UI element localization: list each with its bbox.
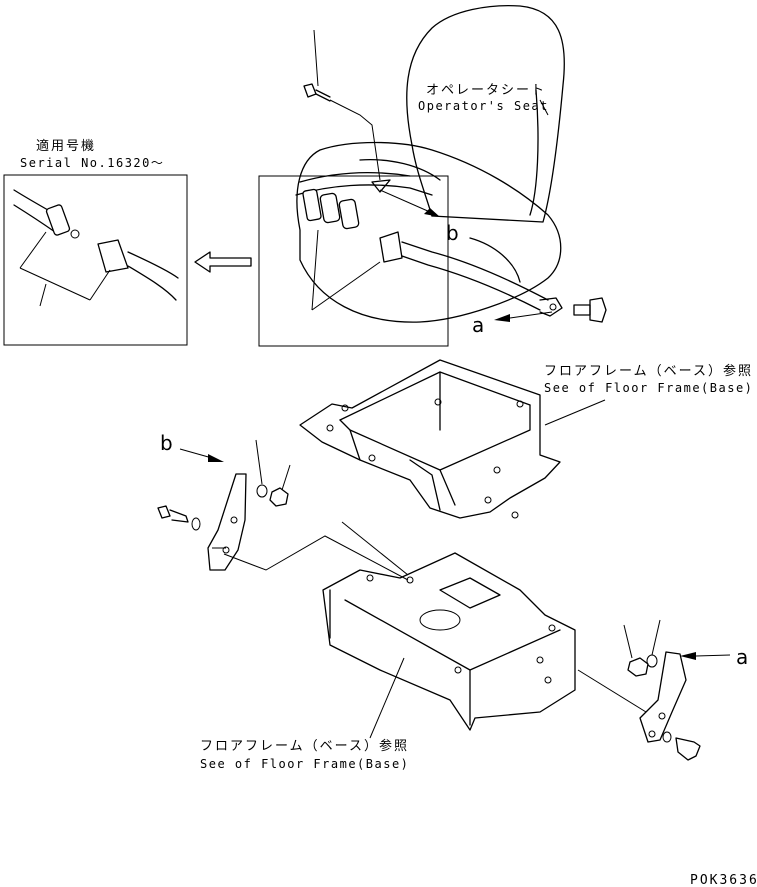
- seat-label-en: Operator's Seat: [418, 99, 549, 113]
- floor-frame-top-label-en: See of Floor Frame(Base): [544, 381, 753, 395]
- ref-b-seat: b: [446, 221, 459, 245]
- arrow-to-inset: [194, 251, 252, 273]
- floor-frame-bottom: [322, 552, 576, 731]
- bracket-right: [577, 619, 701, 761]
- ref-b-bracket: b: [160, 431, 173, 455]
- floor-frame-top-label-jp: フロアフレーム（ベース）参照: [544, 363, 753, 379]
- ref-a-bracket: a: [736, 645, 748, 669]
- inset-belt: [13, 189, 179, 307]
- floor-frame-bottom-label-jp: フロアフレーム（ベース）参照: [200, 738, 409, 754]
- ref-a-seat: a: [472, 313, 484, 337]
- bracket-left: [157, 439, 409, 581]
- drawing-code: POK3636: [690, 873, 757, 887]
- inset-label-serial: Serial No.16320～: [20, 156, 164, 170]
- belt-detail-box: [258, 175, 449, 347]
- floor-frame-bottom-label-en: See of Floor Frame(Base): [200, 757, 409, 771]
- inset-label-jp: 適用号機: [36, 138, 96, 154]
- floor-frame-top: [299, 359, 561, 519]
- seat-label-jp: オペレータシート: [426, 83, 546, 98]
- operator-seat: [295, 4, 607, 323]
- inset-box: [3, 174, 188, 346]
